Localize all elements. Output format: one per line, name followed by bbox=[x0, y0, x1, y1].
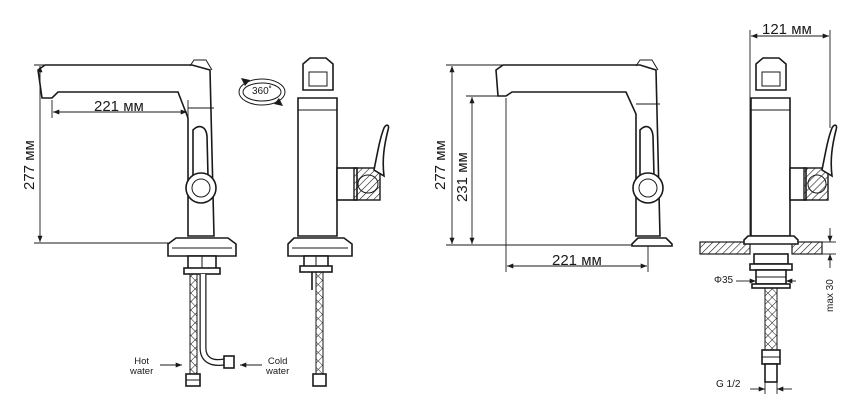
cold-water-label: Cold water bbox=[266, 356, 290, 377]
front-view bbox=[34, 59, 262, 387]
dim-diameter: Φ35 bbox=[714, 275, 734, 286]
dim-height-right-spout: 231 мм bbox=[454, 152, 471, 202]
dim-reach-left: 221 мм bbox=[94, 98, 144, 115]
front-view-dimensioned bbox=[446, 59, 673, 272]
dim-height-right-total: 277 мм bbox=[432, 140, 449, 190]
dim-max-thickness: max 30 bbox=[825, 279, 836, 312]
rotation-label: 360˚ bbox=[252, 86, 273, 97]
dim-reach-right: 221 мм bbox=[552, 252, 602, 269]
side-view bbox=[287, 57, 390, 387]
rotation-360-symbol bbox=[238, 78, 286, 106]
side-view-installed bbox=[699, 30, 838, 394]
dim-width-top: 121 мм bbox=[762, 21, 812, 38]
hot-water-label: Hot water bbox=[130, 356, 154, 377]
dim-height-left: 277 мм bbox=[21, 140, 38, 190]
dim-thread: G 1/2 bbox=[716, 379, 741, 390]
